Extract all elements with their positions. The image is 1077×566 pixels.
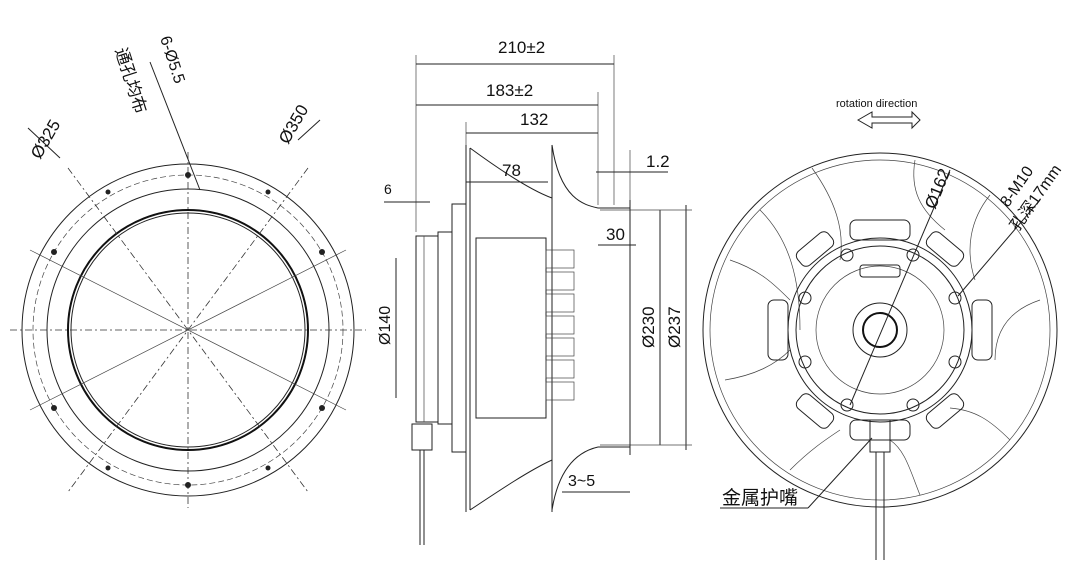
hole-leader [149,61,201,191]
dia350-leader [297,119,321,141]
dim-78-label: 78 [502,161,521,180]
motor-body [475,237,547,419]
dia162-label: Ø162 [921,166,954,212]
dim-230-label: Ø230 [639,306,658,348]
hole-note-spec: 6-Ø5.5 [156,34,187,86]
cable-gland [411,423,433,451]
rear-view: rotation direction Ø162 8-M10 孔深17mm 金属护… [702,98,1065,560]
dia325-label: Ø325 [27,116,64,162]
impeller-blades [724,159,1041,496]
dim-140-label: Ø140 [377,306,394,345]
dia350-label: Ø350 [275,101,312,147]
rotation-arrow-icon [856,110,921,130]
motor-rear-cap [415,235,439,423]
threaded-holes [798,248,962,412]
thread-leader [957,199,1041,297]
cooling-fins [545,249,575,401]
inlet-ring-outer [67,209,309,451]
dia325-leader [27,127,61,159]
dim-237-label: Ø237 [665,306,684,348]
side-view: 210±2 183±2 132 78 1.2 6 30 Ø140 Ø230 Ø2… [377,38,692,545]
hub-outer [852,302,908,358]
impeller-outer-circle [702,152,1058,508]
rotation-label: rotation direction [836,98,917,110]
motor-housing-inner [795,245,965,415]
flange-collar [437,231,453,425]
front-view: 6-Ø5.5 通孔均布 Ø325 Ø350 [10,34,366,508]
hole-note-cn: 通孔均布 [111,45,150,116]
dim-132-label: 132 [520,110,548,129]
blade-edge [469,147,553,511]
mounting-holes [51,172,325,488]
dim-210-label: 210±2 [498,38,545,57]
gland-label: 金属护嘴 [722,487,798,509]
inlet-shroud-curve [551,144,599,511]
spoke-slots [767,219,993,441]
dim-6-label: 6 [384,181,392,197]
dim-183-label: 183±2 [486,81,533,100]
impeller-inner-circle [709,159,1051,501]
center-line-d4 [29,249,347,411]
dia162-leader [849,169,951,406]
dim-3-5-label: 3~5 [568,473,595,490]
mounting-flange [451,203,467,453]
hub-inner [862,312,898,348]
nameplate-slot [859,264,901,278]
metal-cable-gland [869,419,891,453]
impeller-back-plate [465,145,471,512]
gland-leader [807,437,873,509]
bolt-circle [815,265,945,395]
dim-30-label: 30 [606,225,625,244]
motor-housing-outer [787,237,973,423]
dim-1-2-label: 1.2 [646,152,670,171]
